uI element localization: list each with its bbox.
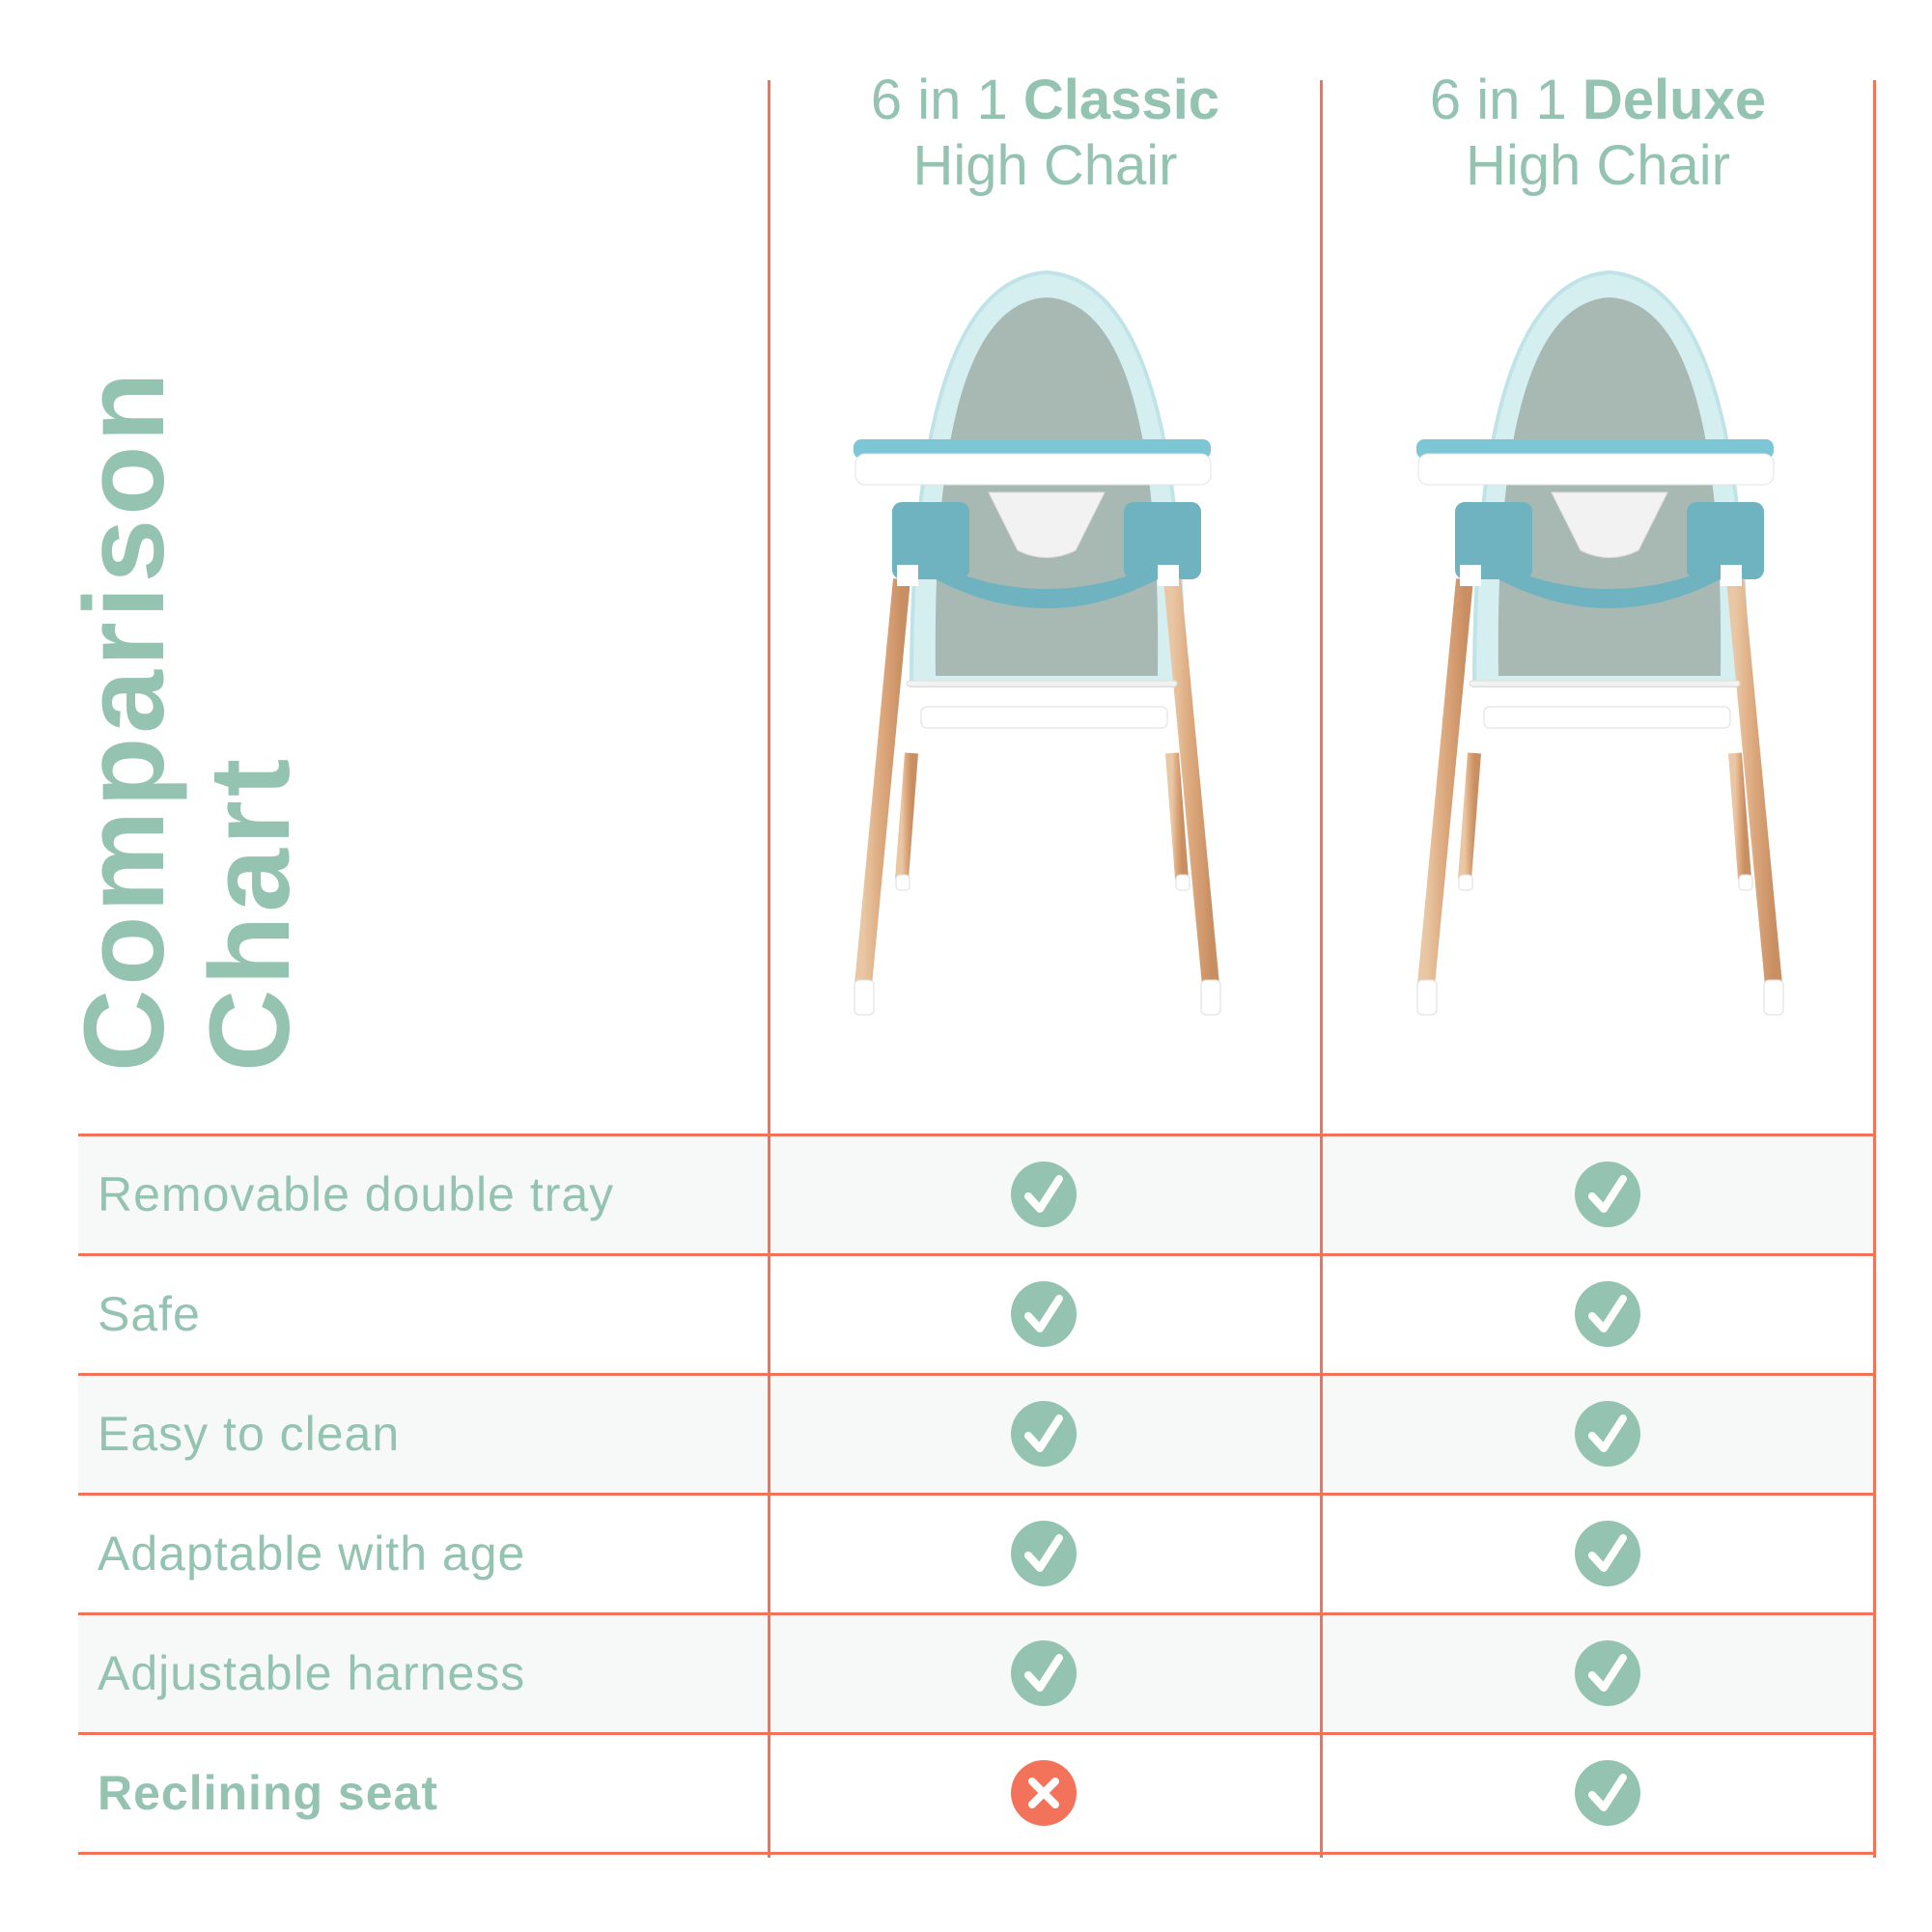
check-icon	[1575, 1162, 1640, 1227]
column-header-classic: 6 in 1 Classic High Chair	[770, 68, 1320, 199]
header-prefix: 6 in 1	[1429, 69, 1567, 131]
check-icon	[1011, 1521, 1077, 1586]
check-icon	[1575, 1521, 1640, 1586]
check-icon	[1575, 1401, 1640, 1467]
header-name: Classic	[1022, 69, 1220, 131]
check-icon	[1575, 1281, 1640, 1347]
column-header-deluxe: 6 in 1 Deluxe High Chair	[1323, 68, 1873, 199]
deluxe-high-chair-image	[1416, 270, 1784, 1016]
feature-label: Safe	[98, 1287, 201, 1341]
row-divider	[78, 1852, 1876, 1855]
row-divider	[78, 1253, 1876, 1256]
cross-icon	[1011, 1760, 1077, 1826]
row-divider	[78, 1134, 1876, 1136]
check-icon	[1011, 1162, 1077, 1227]
row-divider	[78, 1732, 1876, 1735]
check-icon	[1011, 1281, 1077, 1347]
row-divider	[78, 1493, 1876, 1496]
column-divider	[1873, 80, 1876, 1858]
check-icon	[1011, 1640, 1077, 1706]
row-divider	[78, 1373, 1876, 1376]
row-divider	[78, 1612, 1876, 1615]
title-line-2: Chart	[186, 754, 314, 1072]
column-divider	[1320, 80, 1323, 1858]
header-line2: High Chair	[912, 134, 1178, 197]
check-icon	[1011, 1401, 1077, 1467]
header-name: Deluxe	[1582, 69, 1767, 131]
classic-high-chair-image	[854, 270, 1221, 1016]
feature-label: Reclining seat	[98, 1766, 438, 1820]
check-icon	[1575, 1640, 1640, 1706]
header-line2: High Chair	[1466, 134, 1730, 197]
header-prefix: 6 in 1	[870, 69, 1008, 131]
feature-label: Adjustable harness	[98, 1646, 526, 1700]
column-divider	[768, 80, 770, 1858]
check-icon	[1575, 1760, 1640, 1826]
feature-label: Easy to clean	[98, 1407, 401, 1461]
feature-label: Removable double tray	[98, 1167, 615, 1221]
title-line-1: Comparison	[61, 368, 188, 1072]
feature-label: Adaptable with age	[98, 1526, 526, 1581]
